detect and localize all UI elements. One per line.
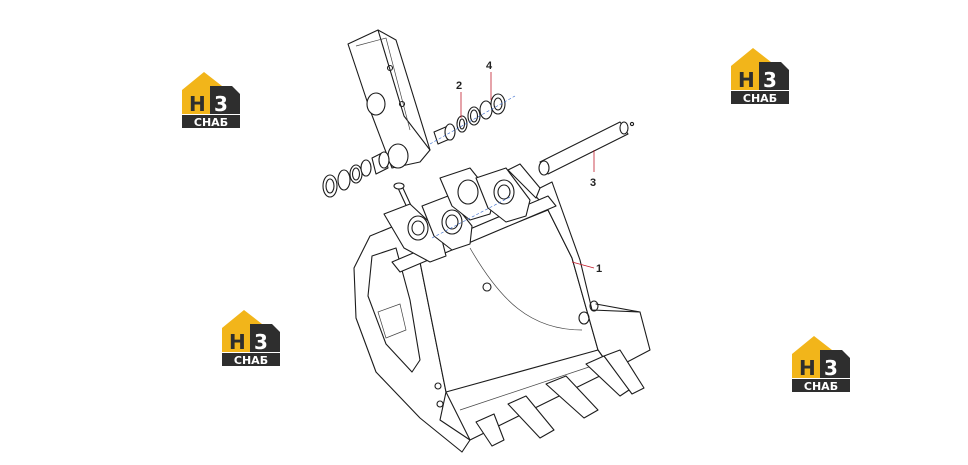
right-bushing-stack: [429, 93, 516, 145]
bucket-teeth: [475, 349, 645, 447]
logo-bottom-left: H 3 СНАБ: [220, 306, 282, 368]
svg-text:3: 3: [763, 68, 777, 92]
h3-snab-logo-icon: H 3 СНАБ: [792, 336, 850, 393]
svg-text:H: H: [799, 356, 816, 380]
svg-text:3: 3: [824, 356, 838, 380]
svg-text:СНАБ: СНАБ: [194, 116, 228, 129]
svg-text:3: 3: [214, 92, 228, 116]
svg-text:СНАБ: СНАБ: [234, 354, 268, 367]
bucket-body: [353, 163, 651, 453]
stick-arm: [347, 29, 431, 169]
svg-text:H: H: [738, 68, 755, 92]
svg-text:3: 3: [590, 177, 596, 189]
h3-snab-logo-icon: H 3 СНАБ: [182, 72, 240, 129]
logo-top-left: H 3 СНАБ: [180, 68, 242, 130]
svg-text:2: 2: [456, 80, 462, 92]
left-pin-stack: [322, 151, 390, 198]
svg-text:H: H: [189, 92, 206, 116]
pin-3: [538, 121, 635, 176]
svg-text:СНАБ: СНАБ: [743, 92, 777, 105]
callout-1: 1: [571, 261, 602, 275]
callout-4: 4: [486, 60, 493, 100]
h3-snab-logo-icon: H 3 СНАБ: [731, 48, 789, 105]
logo-bottom-right: H 3 СНАБ: [790, 332, 852, 394]
callout-3: 3: [590, 150, 596, 189]
svg-text:4: 4: [486, 60, 493, 72]
logo-top-right: H 3 СНАБ: [729, 44, 791, 106]
callout-2: 2: [456, 80, 462, 118]
svg-text:1: 1: [596, 263, 602, 275]
svg-text:СНАБ: СНАБ: [804, 380, 838, 393]
svg-text:H: H: [229, 330, 246, 354]
svg-text:3: 3: [254, 330, 268, 354]
h3-snab-logo-icon: H 3 СНАБ: [222, 310, 280, 367]
